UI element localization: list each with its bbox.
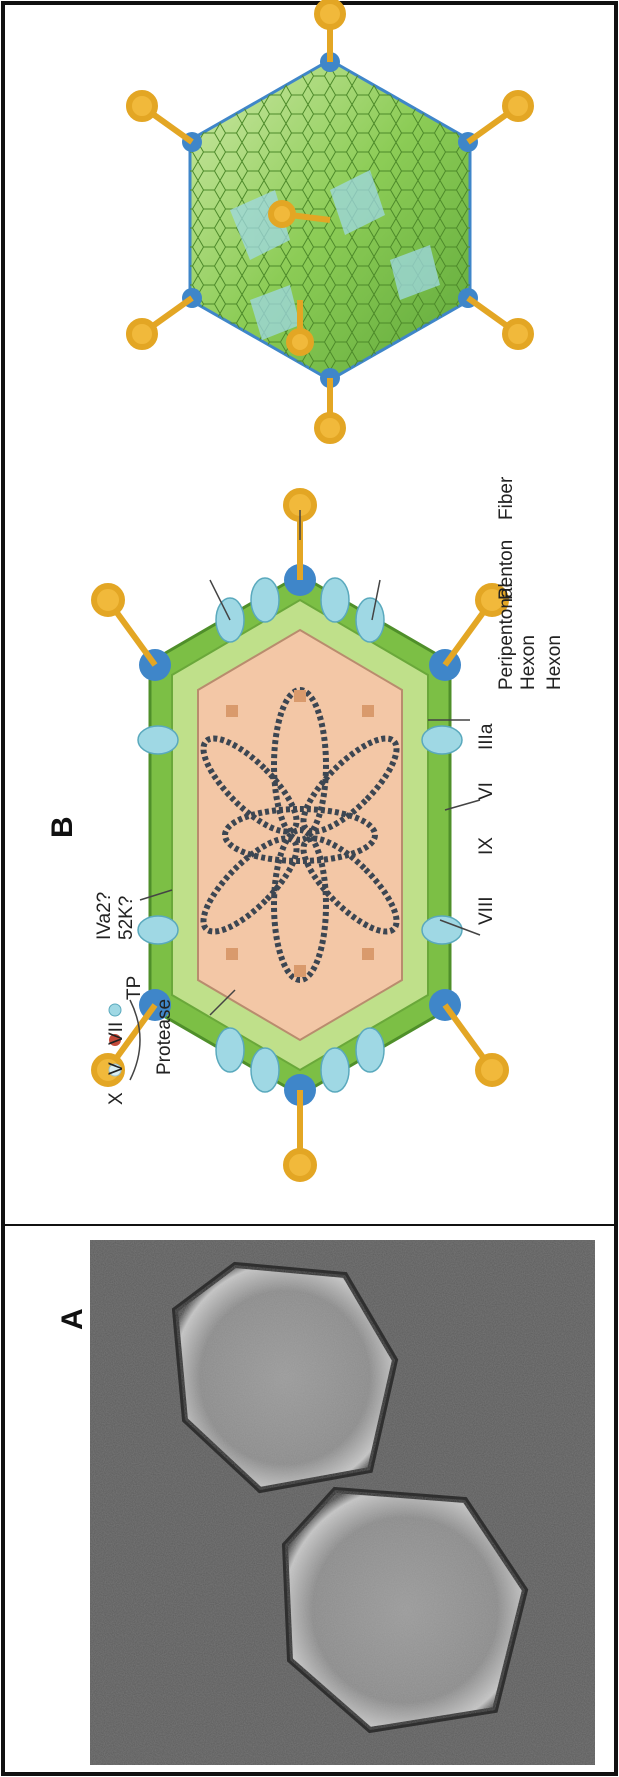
label-iiia: IIIa <box>476 723 497 750</box>
label-vi: VI <box>476 782 497 800</box>
cross-section-diagram: Fiber Penton Peripentonal Hexon Hexon II… <box>94 476 565 1179</box>
panel-a: A <box>56 1240 595 1765</box>
panel-b: B <box>46 1 565 1179</box>
legend-x-dot <box>109 1004 121 1016</box>
capsid-3d-model <box>129 1 531 441</box>
panel-a-letter: A <box>56 1308 89 1330</box>
label-52k: 52K? <box>116 896 137 940</box>
label-protease: Protease <box>154 999 175 1075</box>
label-ix: IX <box>476 837 497 855</box>
label-v: V <box>106 1062 127 1075</box>
label-peripentonal-hexon-2: Hexon <box>518 635 539 690</box>
label-fiber: Fiber <box>496 476 517 520</box>
label-tp: TP <box>124 976 145 1000</box>
label-x: X <box>106 1092 127 1105</box>
label-peripentonal-hexon-1: Peripentonal <box>496 583 517 690</box>
panel-b-letter: B <box>46 816 79 838</box>
label-iva2: IVa2? <box>94 892 115 940</box>
label-hexon: Hexon <box>544 635 565 690</box>
label-vii: VII <box>106 1022 127 1045</box>
label-viii: VIII <box>476 896 497 925</box>
